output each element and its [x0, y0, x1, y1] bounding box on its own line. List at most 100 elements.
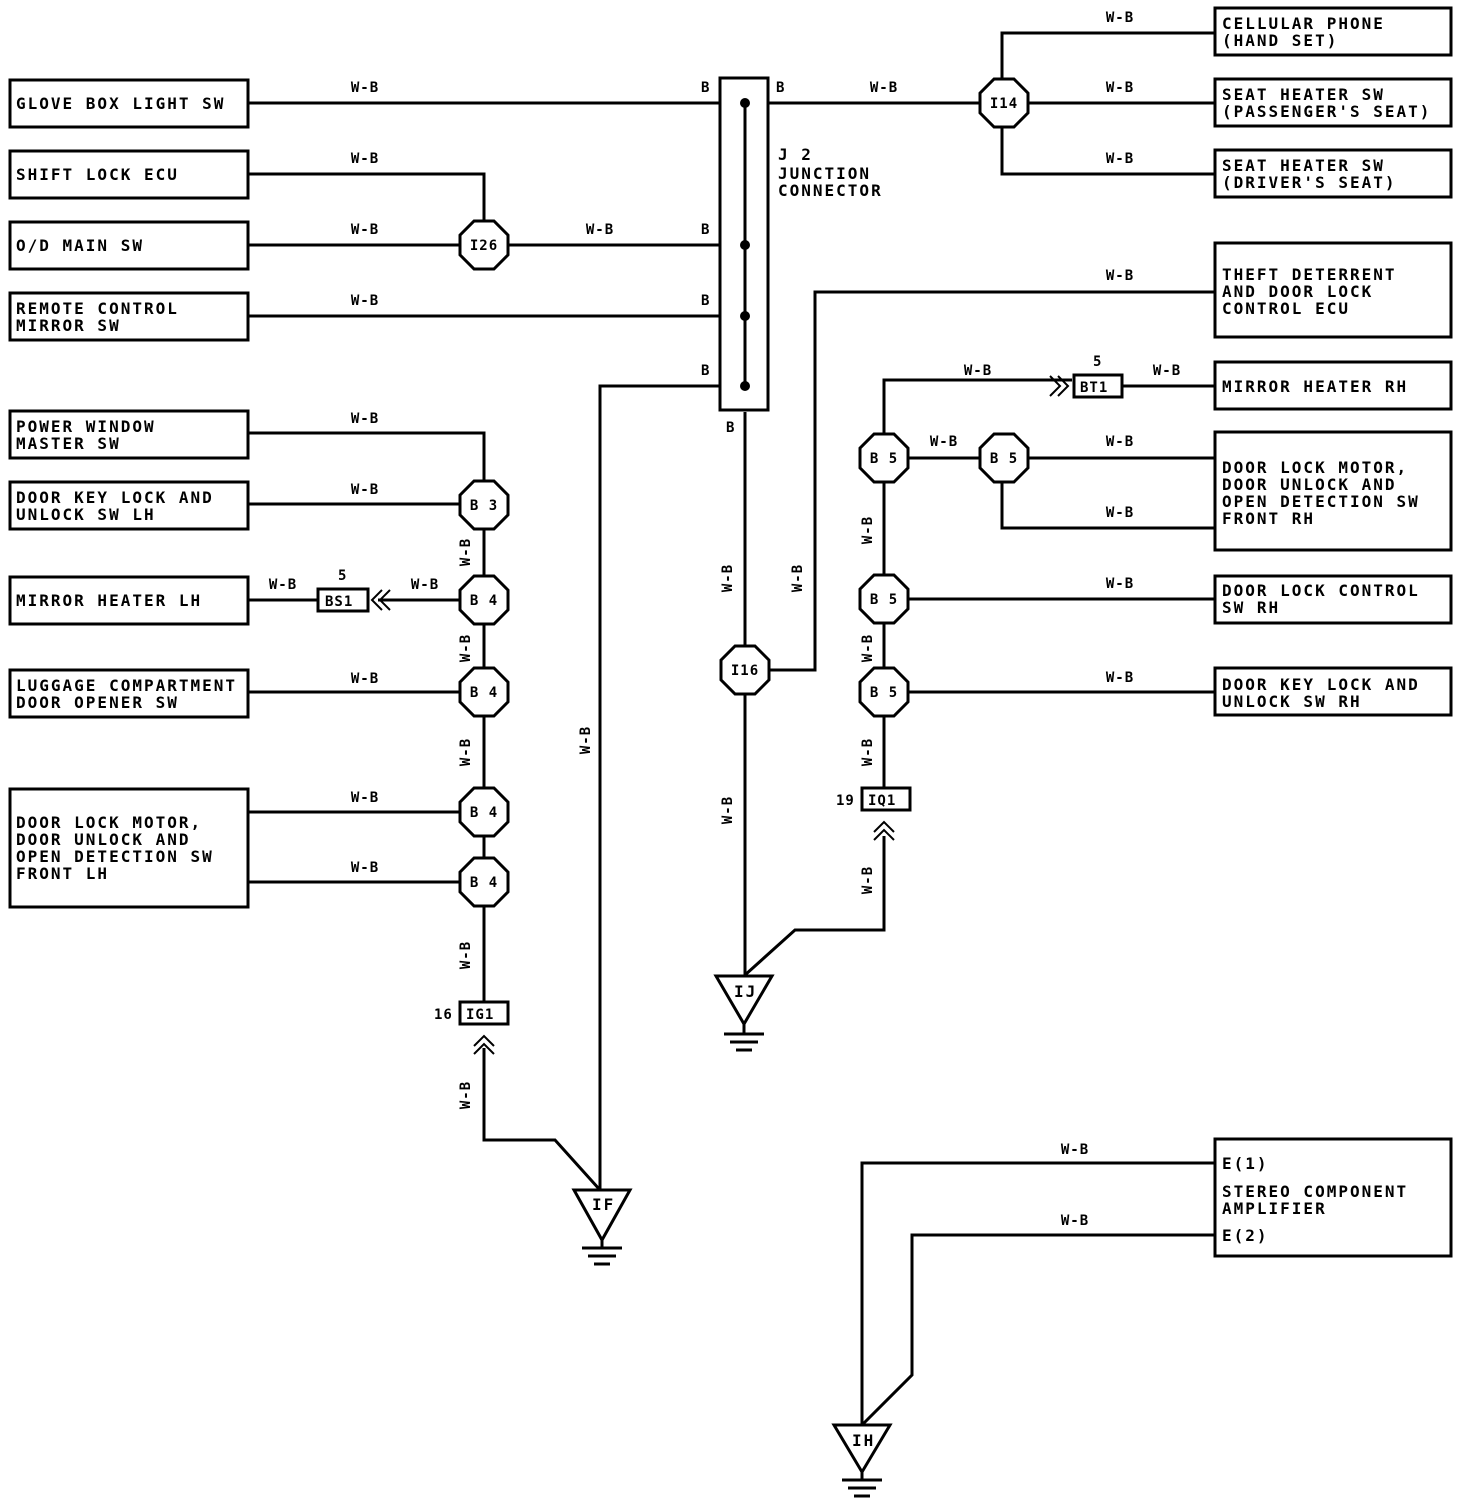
splice-node-label: B 5 — [870, 592, 898, 608]
wire-color-labels: W-B W-B W-B W-B W-B W-B W-B W-B W-B W-B W-B W-B W-B W… — [269, 10, 1181, 1229]
wire-color-label: W-B — [930, 434, 958, 450]
svg-text:OPEN DETECTION SW: OPEN DETECTION SW — [1222, 492, 1420, 511]
wire-color-label: W-B — [458, 1081, 474, 1109]
connector-ig1: IG1 16 — [434, 1000, 510, 1055]
component-seat-heater-sw-passenger: SEAT HEATER SW (PASSENGER'S SEAT) — [1213, 77, 1453, 128]
component-mirror-heater-rh: MIRROR HEATER RH — [1213, 360, 1453, 411]
svg-text:STEREO COMPONENT: STEREO COMPONENT — [1222, 1182, 1408, 1201]
wire-color-label: W-B — [1106, 10, 1134, 26]
wire-color-label: W-B — [351, 222, 379, 238]
splice-node-b5: B 5 — [858, 432, 910, 484]
component-cellular-phone: CELLULAR PHONE (HAND SET) — [1213, 6, 1453, 57]
svg-text:SHIFT LOCK ECU: SHIFT LOCK ECU — [16, 165, 179, 184]
ground-ij: IJ — [713, 974, 775, 1052]
wires — [248, 31, 1215, 1427]
splice-node-i16: I16 — [719, 644, 771, 696]
component-luggage-compartment-opener-sw: LUGGAGE COMPARTMENT DOOR OPENER SW — [8, 668, 250, 719]
svg-text:DOOR LOCK CONTROL: DOOR LOCK CONTROL — [1222, 581, 1420, 600]
svg-text:IQ1: IQ1 — [868, 793, 896, 809]
component-theft-deterrent-ecu: THEFT DETERRENT AND DOOR LOCK CONTROL EC… — [1213, 241, 1453, 339]
svg-text:CONNECTOR: CONNECTOR — [778, 181, 883, 200]
svg-text:IF: IF — [592, 1195, 615, 1214]
wire-color-label: W-B — [870, 80, 898, 96]
wire-color-label: W-B — [458, 941, 474, 969]
svg-text:DOOR UNLOCK AND: DOOR UNLOCK AND — [16, 830, 191, 849]
wire-color-label: W-B — [1106, 576, 1134, 592]
component-power-window-master-sw: POWER WINDOW MASTER SW — [8, 409, 250, 460]
svg-text:DOOR LOCK MOTOR,: DOOR LOCK MOTOR, — [1222, 458, 1408, 477]
component-glove-box-light-sw: GLOVE BOX LIGHT SW — [8, 78, 250, 129]
svg-text:B: B — [701, 293, 710, 309]
svg-text:OPEN DETECTION SW: OPEN DETECTION SW — [16, 847, 214, 866]
splice-node-b4: B 4 — [458, 574, 510, 626]
wire-color-label: W-B — [964, 363, 992, 379]
svg-text:DOOR LOCK MOTOR,: DOOR LOCK MOTOR, — [16, 813, 202, 832]
wire-color-label: W-B — [1106, 151, 1134, 167]
component-door-lock-control-sw-rh: DOOR LOCK CONTROL SW RH — [1213, 574, 1453, 625]
splice-node-label: I14 — [990, 96, 1018, 112]
component-shift-lock-ecu: SHIFT LOCK ECU — [8, 149, 250, 200]
connector-bt1: BT1 5 — [1049, 354, 1124, 399]
wire-color-label: W-B — [458, 538, 474, 566]
svg-text:DOOR OPENER SW: DOOR OPENER SW — [16, 693, 179, 712]
svg-text:J 2: J 2 — [778, 145, 813, 164]
splice-node-label: I26 — [470, 238, 498, 254]
svg-text:BT1: BT1 — [1080, 380, 1108, 396]
svg-text:DOOR KEY LOCK AND: DOOR KEY LOCK AND — [1222, 675, 1420, 694]
svg-text:O/D MAIN SW: O/D MAIN SW — [16, 236, 144, 255]
wire-color-label: W-B — [1106, 80, 1134, 96]
wire-color-label: W-B — [1106, 670, 1134, 686]
component-door-lock-motor-front-lh: DOOR LOCK MOTOR, DOOR UNLOCK AND OPEN DE… — [8, 787, 250, 909]
wire-color-label: W-B — [351, 411, 379, 427]
splice-node-b5: B 5 — [858, 666, 910, 718]
svg-text:DOOR KEY LOCK AND: DOOR KEY LOCK AND — [16, 488, 214, 507]
wire-color-label: W-B — [351, 80, 379, 96]
svg-text:UNLOCK SW LH: UNLOCK SW LH — [16, 505, 156, 524]
splice-node-label: B 4 — [470, 593, 498, 609]
wire-color-label: W-B — [351, 151, 379, 167]
wire-color-label: W-B — [1153, 363, 1181, 379]
splice-node-label: I16 — [731, 663, 759, 679]
ground-if: IF — [571, 1188, 633, 1266]
wire-color-label: W-B — [351, 790, 379, 806]
wire-color-label: W-B — [586, 222, 614, 238]
wire-color-label: W-B — [720, 796, 736, 824]
svg-text:SEAT HEATER SW: SEAT HEATER SW — [1222, 156, 1385, 175]
wire-color-label: W-B — [351, 482, 379, 498]
svg-text:CELLULAR PHONE: CELLULAR PHONE — [1222, 14, 1385, 33]
splice-node-label: B 5 — [870, 685, 898, 701]
wire-color-label: W-B — [1106, 434, 1134, 450]
wire-color-label: W-B — [860, 516, 876, 544]
component-mirror-heater-lh: MIRROR HEATER LH — [8, 575, 250, 626]
svg-text:MIRROR HEATER RH: MIRROR HEATER RH — [1222, 377, 1408, 396]
wire-color-label: W-B — [578, 726, 594, 754]
svg-text:SEAT HEATER SW: SEAT HEATER SW — [1222, 85, 1385, 104]
component-door-key-lock-unlock-sw-rh: DOOR KEY LOCK AND UNLOCK SW RH — [1213, 666, 1453, 717]
wire-color-label: W-B — [351, 293, 379, 309]
wire-color-label: W-B — [351, 860, 379, 876]
svg-text:MIRROR SW: MIRROR SW — [16, 316, 121, 335]
wire-color-label: W-B — [351, 671, 379, 687]
ground-ih: IH — [831, 1423, 893, 1498]
splice-node-label: B 3 — [470, 498, 498, 514]
wire-color-label: W-B — [458, 634, 474, 662]
splice-node-b5: B 5 — [978, 432, 1030, 484]
svg-text:B: B — [776, 80, 785, 96]
splice-node-label: B 5 — [990, 451, 1018, 467]
svg-text:FRONT RH: FRONT RH — [1222, 509, 1315, 528]
svg-text:UNLOCK SW RH: UNLOCK SW RH — [1222, 692, 1362, 711]
svg-text:LUGGAGE COMPARTMENT: LUGGAGE COMPARTMENT — [16, 676, 237, 695]
svg-text:B: B — [701, 363, 710, 379]
wire-color-label: W-B — [860, 738, 876, 766]
svg-text:E(1): E(1) — [1222, 1154, 1269, 1173]
svg-text:19: 19 — [836, 793, 855, 809]
svg-text:B: B — [701, 80, 710, 96]
svg-text:GLOVE BOX LIGHT SW: GLOVE BOX LIGHT SW — [16, 94, 225, 113]
splice-node-label: B 4 — [470, 685, 498, 701]
component-door-lock-motor-front-rh: DOOR LOCK MOTOR, DOOR UNLOCK AND OPEN DE… — [1213, 430, 1453, 552]
svg-text:AND DOOR LOCK: AND DOOR LOCK — [1222, 282, 1373, 301]
splice-node-b4: B 4 — [458, 666, 510, 718]
svg-text:(PASSENGER'S SEAT): (PASSENGER'S SEAT) — [1222, 102, 1431, 121]
